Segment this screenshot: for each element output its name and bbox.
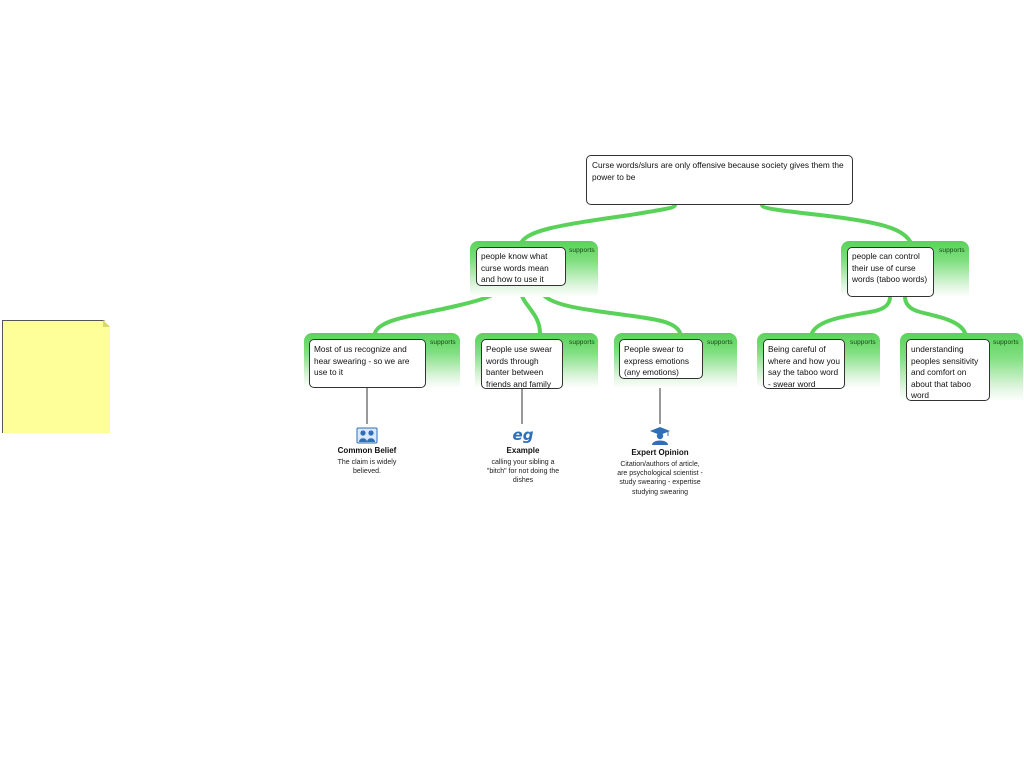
example-icon: eg [513, 426, 534, 444]
basis-title: Example [506, 446, 540, 455]
supports-label-c2: supports [569, 339, 595, 346]
svg-text:eg: eg [513, 426, 534, 444]
supports-label-b2: supports [939, 247, 965, 254]
claim-c5-text: understanding peoples sensitivity and co… [911, 344, 979, 400]
sticky-note[interactable] [2, 320, 110, 433]
claim-c2-text: People use swear words through banter be… [486, 344, 552, 389]
supports-label-c3: supports [707, 339, 733, 346]
claim-c2[interactable]: People use swear words through banter be… [481, 339, 563, 389]
basis-expert-opinion[interactable]: Expert Opinion Citation/authors of artic… [616, 426, 704, 497]
claim-c3-text: People swear to express emotions (any em… [624, 344, 690, 377]
main-claim-text: Curse words/slurs are only offensive bec… [592, 160, 844, 182]
common-belief-icon [356, 427, 378, 444]
basis-title: Expert Opinion [631, 448, 689, 457]
claim-b1-text: people know what curse words mean and ho… [481, 251, 549, 284]
claim-c4[interactable]: Being careful of where and how you say t… [763, 339, 845, 389]
link-b2-main [760, 203, 914, 247]
claim-b2[interactable]: people can control their use of curse wo… [847, 247, 934, 297]
claim-b1[interactable]: people know what curse words mean and ho… [476, 247, 566, 286]
sticky-note-fold [103, 320, 110, 327]
supports-label-c1: supports [430, 339, 456, 346]
claim-c4-text: Being careful of where and how you say t… [768, 344, 840, 389]
link-b1-main [518, 203, 677, 247]
supports-label-c4: supports [850, 339, 876, 346]
main-claim[interactable]: Curse words/slurs are only offensive bec… [586, 155, 853, 205]
link-c5-b2 [903, 295, 967, 335]
basis-example[interactable]: eg Example calling your sibling a "bitch… [484, 426, 562, 486]
supports-label-b1: supports [569, 247, 595, 254]
link-c4-b2 [810, 295, 892, 335]
basis-description: Citation/authors of article, are psychol… [617, 461, 703, 496]
basis-common-belief[interactable]: Common Belief The claim is widely believ… [327, 426, 407, 476]
claim-c5[interactable]: understanding peoples sensitivity and co… [906, 339, 990, 401]
expert-opinion-icon [650, 427, 670, 445]
basis-description: calling your sibling a "bitch" for not d… [486, 459, 560, 485]
supports-label-c5: supports [993, 339, 1019, 346]
claim-c3[interactable]: People swear to express emotions (any em… [619, 339, 703, 379]
claim-c1-text: Most of us recognize and hear swearing -… [314, 344, 410, 377]
claim-b2-text: people can control their use of curse wo… [852, 251, 928, 284]
basis-title: Common Belief [337, 446, 397, 455]
basis-description: The claim is widely believed. [337, 459, 397, 476]
claim-c1[interactable]: Most of us recognize and hear swearing -… [309, 339, 426, 388]
